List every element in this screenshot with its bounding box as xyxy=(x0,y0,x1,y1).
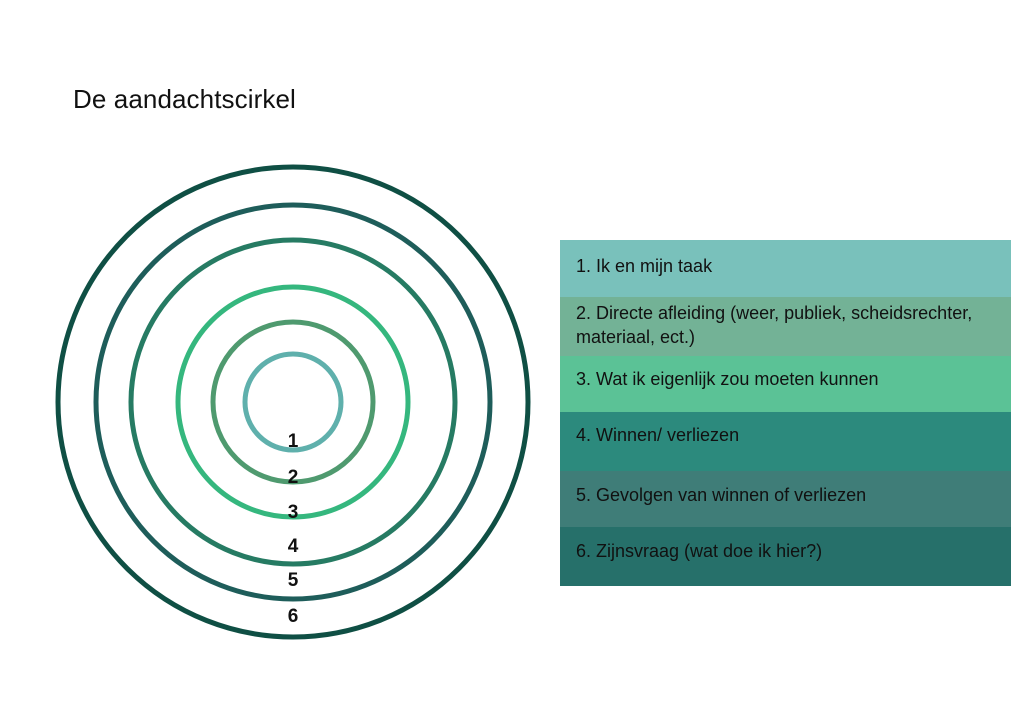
ring-number-5: 5 xyxy=(288,570,299,591)
ring-number-2: 2 xyxy=(288,467,299,488)
ring-4 xyxy=(128,237,458,567)
legend-item-4: 4. Winnen/ verliezen xyxy=(560,412,1011,471)
ring-number-3: 3 xyxy=(288,502,299,523)
legend-item-6: 6. Zijnsvraag (wat doe ik hier?) xyxy=(560,527,1011,586)
legend-item-1: 1. Ik en mijn taak xyxy=(560,240,1011,297)
ring-5 xyxy=(93,202,493,602)
ring-number-4: 4 xyxy=(288,536,299,557)
ring-6 xyxy=(55,164,531,640)
legend-item-3: 3. Wat ik eigenlijk zou moeten kunnen xyxy=(560,356,1011,412)
legend-item-label: 1. Ik en mijn taak xyxy=(576,256,713,276)
legend-item-label: 3. Wat ik eigenlijk zou moeten kunnen xyxy=(576,369,879,389)
legend-item-label: 6. Zijnsvraag (wat doe ik hier?) xyxy=(576,541,823,561)
legend: 1. Ik en mijn taak 2. Directe afleiding … xyxy=(560,240,1011,586)
ring-2 xyxy=(210,319,376,485)
legend-item-label: 5. Gevolgen van winnen of verliezen xyxy=(576,485,867,505)
ring-number-1: 1 xyxy=(288,431,299,452)
ring-3 xyxy=(175,284,411,520)
legend-item-label: 2. Directe afleiding (weer, publiek, sch… xyxy=(576,303,973,347)
legend-item-5: 5. Gevolgen van winnen of verliezen xyxy=(560,471,1011,527)
ring-1 xyxy=(242,351,344,453)
page-title: De aandachtscirkel xyxy=(73,84,296,114)
legend-item-label: 4. Winnen/ verliezen xyxy=(576,425,740,445)
ring-number-6: 6 xyxy=(288,606,299,627)
legend-item-2: 2. Directe afleiding (weer, publiek, sch… xyxy=(560,297,1011,356)
